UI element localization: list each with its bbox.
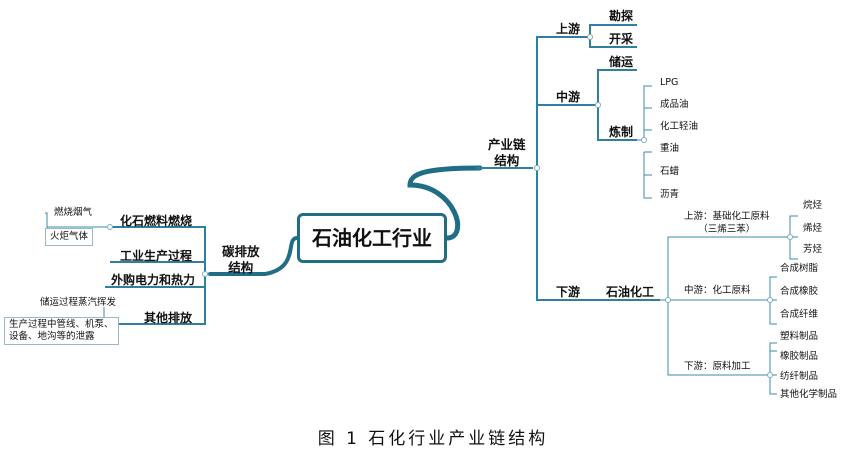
trunk-right (407, 165, 483, 241)
refining-item-asphalt: 沥青 (660, 189, 680, 200)
midstream-storage[interactable]: 储运 (609, 55, 634, 69)
basic-item-aromatic: 芳烃 (803, 244, 823, 255)
right-branch-node[interactable]: 产业链 结构 (488, 137, 526, 169)
proc-item-plastic: 塑料制品 (780, 331, 819, 342)
left-item-power[interactable]: 外购电力和热力 (111, 273, 196, 287)
refining-item-light-oil: 化工轻油 (660, 121, 699, 132)
left-branch-node[interactable]: 碳排放 结构 (222, 244, 260, 276)
midstream-label[interactable]: 中游 (556, 90, 581, 104)
group-basic-line2: （三烯三苯） (698, 224, 756, 235)
basic-item-olefin: 烯烃 (803, 223, 823, 234)
left-item-fossil[interactable]: 化石燃料燃烧 (120, 214, 193, 228)
proc-item-rubber: 橡胶制品 (780, 351, 819, 362)
right-branch-label-line2: 结构 (494, 153, 520, 168)
group-basic-materials[interactable]: 上游：基础化工原料 （三烯三苯） (684, 210, 770, 236)
left-branch-label-line1: 碳排放 (222, 244, 260, 259)
downstream-label[interactable]: 下游 (556, 285, 581, 299)
refining-item-oil: 成品油 (660, 99, 689, 110)
group-chemical-materials[interactable]: 中游：化工原料 (684, 285, 751, 296)
upstream-label[interactable]: 上游 (556, 22, 581, 36)
center-node[interactable]: 石油化工行业 (297, 213, 447, 263)
left-sub-flare-gas[interactable]: 火炬气体 (45, 228, 94, 246)
group-processing[interactable]: 下游：原料加工 (684, 361, 751, 372)
left-sub-flue-gas: 燃烧烟气 (54, 207, 93, 218)
right-branch-label-line1: 产业链 (488, 137, 526, 152)
basic-item-alkane: 烷烃 (803, 200, 823, 211)
proc-item-other: 其他化学制品 (780, 389, 838, 400)
group-basic-line1: 上游：基础化工原料 (684, 211, 770, 222)
petrochem-node[interactable]: 石油化工 (606, 285, 655, 299)
refining-item-heavy-oil: 重油 (660, 143, 680, 154)
left-item-other[interactable]: 其他排放 (144, 311, 193, 325)
chem-item-fiber: 合成纤维 (780, 309, 819, 320)
upstream-item-exploration[interactable]: 勘探 (609, 9, 634, 23)
chem-item-resin: 合成树脂 (780, 263, 819, 274)
left-item-industrial[interactable]: 工业生产过程 (120, 249, 193, 263)
figure-caption: 图 1 石化行业产业链结构 (317, 429, 549, 449)
refining-item-wax: 石蜡 (660, 166, 680, 177)
left-sub-leak-line2: 设备、地沟等的泄露 (9, 331, 95, 342)
chem-item-rubber: 合成橡胶 (780, 286, 819, 297)
left-sub-leak-box[interactable]: 生产过程中管线、机泵、 设备、地沟等的泄露 (4, 317, 119, 345)
refining-item-lpg: LPG (660, 77, 679, 88)
upstream-item-extraction[interactable]: 开采 (609, 32, 634, 46)
left-branch-label-line2: 结构 (228, 260, 254, 275)
left-sub-leak-line1: 生产过程中管线、机泵、 (9, 319, 114, 330)
trunk-left (208, 236, 299, 276)
midstream-refining[interactable]: 炼制 (609, 125, 634, 139)
left-sub-storage-evap: 储运过程蒸汽挥发 (40, 297, 117, 308)
proc-item-textile: 纺纤制品 (780, 371, 819, 382)
